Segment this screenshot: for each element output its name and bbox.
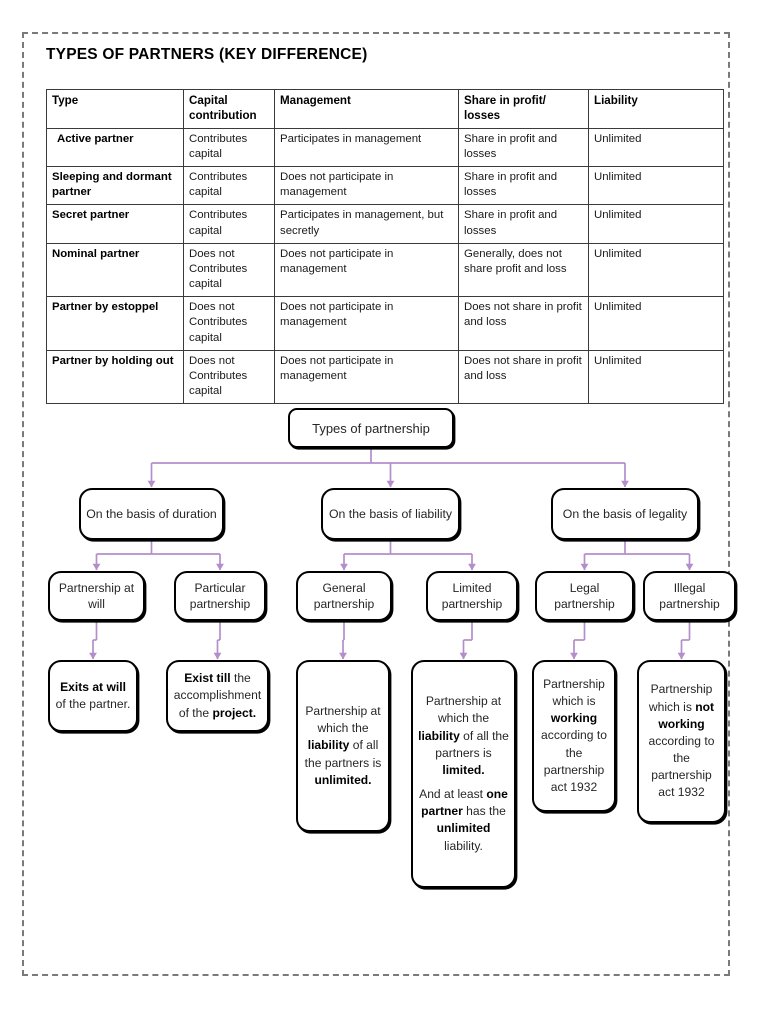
flow-node-basis-liability-label: On the basis of liability [328,506,453,521]
column-header-type: Type [46,89,184,129]
share-in-profit-cell: Share in profit and losses [458,204,589,244]
capital-contribution-cell: Contributes capital [183,166,275,206]
flow-node-limited-partnership-label: Limited partnership [441,580,503,611]
page-title: TYPES OF PARTNERS (KEY DIFFERENCE) [46,46,368,63]
share-in-profit-cell: Generally, does not share profit and los… [458,242,589,298]
flow-leaf-unlimited-liability[interactable]: Partnership at which the liability of al… [296,660,390,832]
liability-cell: Unlimited [588,204,724,244]
management-cell: Does not participate in management [274,242,459,298]
flow-leaf-not-working-legally-label: Partnership which is not working accordi… [648,682,715,800]
share-in-profit-cell: Share in profit and losses [458,127,589,168]
table-header-row: Type Capital contribution Management Sha… [46,89,724,129]
flow-node-basis-legality[interactable]: On the basis of legality [551,488,699,540]
liability-cell: Unlimited [588,349,724,405]
flow-node-general-partnership[interactable]: General partnership [296,571,392,621]
management-cell: Does not participate in management [274,349,459,405]
flow-node-legal-partnership-label: Legal partnership [554,580,615,611]
type-name-cell: Partner by estoppel [46,296,184,351]
flow-node-root[interactable]: Types of partnership [288,408,454,448]
flow-leaf-limited-liability-label: Partnership at which the liability of al… [418,694,509,853]
management-cell: Does not participate in management [274,296,459,351]
management-cell: Does not participate in management [274,166,459,206]
flow-node-particular-partnership[interactable]: Particular partnership [174,571,266,621]
type-name-cell: Sleeping and dormant partner [46,166,184,206]
share-in-profit-cell: Share in profit and losses [458,166,589,206]
type-name-cell: Nominal partner [46,242,184,298]
flow-node-basis-legality-label: On the basis of legality [562,506,688,521]
share-in-profit-cell: Does not share in profit and loss [458,296,589,351]
flow-node-partnership-at-will-label: Partnership at will [58,580,135,611]
flow-leaf-limited-liability[interactable]: Partnership at which the liability of al… [411,660,516,888]
column-header-management: Management [274,89,459,129]
flow-leaf-unlimited-liability-label: Partnership at which the liability of al… [304,704,382,787]
flow-node-general-partnership-label: General partnership [313,580,375,611]
flow-leaf-exits-at-will-label: Exits at will of the partner. [55,679,131,711]
flow-node-illegal-partnership-label: Illegal partnership [659,580,720,611]
capital-contribution-cell: Contributes capital [183,204,275,244]
flow-node-partnership-at-will[interactable]: Partnership at will [48,571,145,621]
type-name-cell: Partner by holding out [46,349,184,405]
type-name-cell: Active partner [46,127,184,168]
liability-cell: Unlimited [588,166,724,206]
types-of-partners-table: Type Capital contribution Management Sha… [46,89,724,405]
column-header-liability: Liability [588,89,724,129]
flow-leaf-exits-at-will[interactable]: Exits at will of the partner. [48,660,138,732]
capital-contribution-cell: Does not Contributes capital [183,349,275,405]
flow-node-particular-partnership-label: Particular partnership [189,580,251,611]
flow-leaf-exist-till-project[interactable]: Exist till the accomplishment of the pro… [166,660,269,732]
management-cell: Participates in management, but secretly [274,204,459,244]
liability-cell: Unlimited [588,242,724,298]
flow-node-root-label: Types of partnership [312,420,430,436]
liability-cell: Unlimited [588,127,724,168]
capital-contribution-cell: Does not Contributes capital [183,296,275,351]
column-header-share: Share in profit/ losses [458,89,589,129]
flow-node-basis-liability[interactable]: On the basis of liability [321,488,460,540]
liability-cell: Unlimited [588,296,724,351]
column-header-capital: Capital contribution [183,89,275,129]
flow-leaf-exist-till-project-label: Exist till the accomplishment of the pro… [173,671,262,720]
flow-node-illegal-partnership[interactable]: Illegal partnership [643,571,736,621]
flow-node-basis-duration-label: On the basis of duration [86,506,217,521]
flow-leaf-working-legally-label: Partnership which is working according t… [541,676,607,794]
capital-contribution-cell: Does not Contributes capital [183,242,275,298]
flow-node-basis-duration[interactable]: On the basis of duration [79,488,224,540]
capital-contribution-cell: Contributes capital [183,127,275,168]
management-cell: Participates in management [274,127,459,168]
flow-node-legal-partnership[interactable]: Legal partnership [535,571,634,621]
flow-node-limited-partnership[interactable]: Limited partnership [426,571,518,621]
flow-leaf-not-working-legally[interactable]: Partnership which is not working accordi… [637,660,726,823]
share-in-profit-cell: Does not share in profit and loss [458,349,589,405]
flow-leaf-working-legally[interactable]: Partnership which is working according t… [532,660,616,812]
type-name-cell: Secret partner [46,204,184,244]
